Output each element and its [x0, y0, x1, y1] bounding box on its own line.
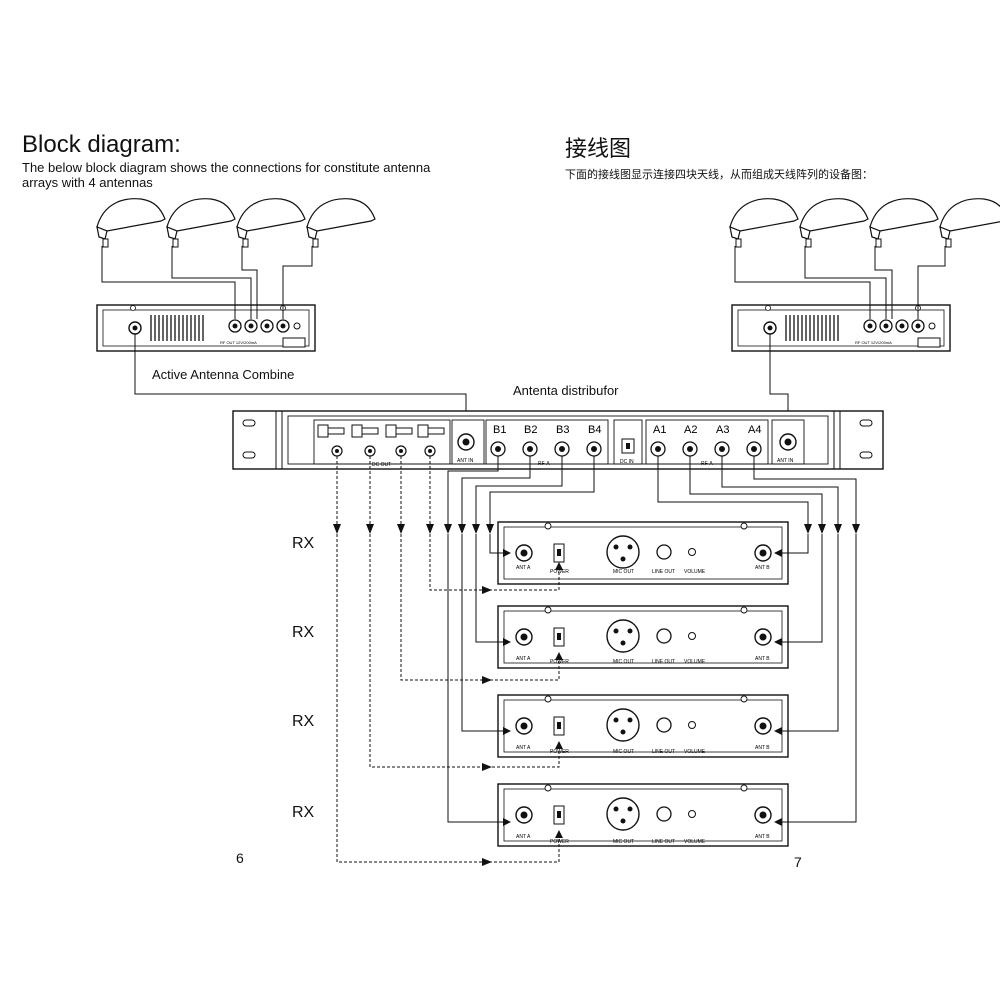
receiver-2-mic-out: MIC OUT: [613, 659, 634, 665]
receiver-2-volume: VOLUME: [684, 659, 706, 665]
port-a2-label: A2: [684, 424, 697, 436]
antenna-cables-left: [101, 246, 313, 319]
receiver-2-line-out: LINE OUT: [652, 659, 675, 665]
antenna-distributor: DC OUT ANT IN B1 B2 B3 B4 RF-A DC IN A1 …: [232, 410, 884, 470]
receiver-3: ANT A POWER MIC OUT LINE OUT VOLUME ANT …: [497, 694, 789, 758]
port-b1-label: B1: [493, 424, 506, 436]
receiver-1-power: POWER: [550, 569, 569, 575]
rx-label-3: RX: [292, 713, 315, 730]
title-chinese: 接线图: [565, 137, 632, 162]
dc-out-label: DC OUT: [372, 462, 391, 468]
arrowheads-a-down: [804, 524, 860, 534]
receiver-2-ant-b: ANT B: [755, 656, 770, 662]
receiver-3-ant-b: ANT B: [755, 745, 770, 751]
receiver-1-ant-b: ANT B: [755, 565, 770, 571]
receiver-1: ANT A POWER MIC OUT LINE OUT VOLUME ANT …: [497, 521, 789, 585]
active-antenna-combine-label: Active Antenna Combine: [152, 367, 295, 382]
dc-in-label: DC IN: [620, 459, 634, 465]
port-a1-label: A1: [653, 424, 666, 436]
receiver-3-ant-a: ANT A: [516, 745, 531, 751]
cables-b-to-ant-a: [447, 456, 595, 530]
active-antenna-combiner-left: [96, 304, 316, 352]
combiner-right-out-label: RF OUT 12V/200mA: [855, 340, 892, 345]
receiver-4-mic-out: MIC OUT: [613, 839, 634, 845]
antenna-left-2: [166, 198, 236, 248]
page-number-left: 6: [236, 850, 244, 866]
port-a4-label: A4: [748, 424, 761, 436]
receiver-1-ant-a: ANT A: [516, 565, 531, 571]
port-a3-label: A3: [716, 424, 729, 436]
description-chinese: 下面的接线图显示连接四块天线，从而组成天线阵列的设备图：: [565, 168, 873, 181]
receiver-2: ANT A POWER MIC OUT LINE OUT VOLUME ANT …: [497, 605, 789, 669]
combiner-left-out-label: RF OUT 12V/200mA: [220, 340, 257, 345]
antenna-distributor-label: Antenta distribufor: [513, 383, 619, 398]
receiver-3-mic-out: MIC OUT: [613, 749, 634, 755]
receiver-4: ANT A POWER MIC OUT LINE OUT VOLUME ANT …: [497, 783, 789, 847]
receiver-3-volume: VOLUME: [684, 749, 706, 755]
cables-a-to-ant-b: [657, 456, 857, 530]
description-english-line1: The below block diagram shows the connec…: [22, 160, 431, 175]
receiver-3-power: POWER: [550, 749, 569, 755]
description-english: The below block diagram shows the connec…: [22, 160, 482, 190]
antenna-left-4: [306, 198, 376, 248]
antenna-left-1: [96, 198, 166, 248]
receiver-4-volume: VOLUME: [684, 839, 706, 845]
title-english: Block diagram:: [22, 131, 181, 158]
receiver-4-power: POWER: [550, 839, 569, 845]
power-cables-dashed: [336, 456, 560, 863]
rf-a-label: RF-A: [701, 461, 713, 467]
receiver-4-ant-a: ANT A: [516, 834, 531, 840]
ant-in-label-left: ANT IN: [457, 458, 474, 464]
rx-label-4: RX: [292, 804, 315, 821]
rx-label-2: RX: [292, 624, 315, 641]
arrowheads-power: [333, 524, 563, 866]
antenna-right-3: [869, 198, 939, 248]
port-b3-label: B3: [556, 424, 569, 436]
active-antenna-combiner-right: [731, 304, 951, 352]
receiver-2-ant-a: ANT A: [516, 656, 531, 662]
antenna-right-2: [799, 198, 869, 248]
antenna-left-3: [236, 198, 306, 248]
ant-in-label-right: ANT IN: [777, 458, 794, 464]
antenna-right-1: [729, 198, 799, 248]
port-b4-label: B4: [588, 424, 601, 436]
page-number-right: 7: [794, 854, 802, 870]
arrowheads-b-down: [444, 524, 494, 534]
port-b2-label: B2: [524, 424, 537, 436]
receiver-4-ant-b: ANT B: [755, 834, 770, 840]
receiver-4-line-out: LINE OUT: [652, 839, 675, 845]
receiver-2-power: POWER: [550, 659, 569, 665]
receiver-3-line-out: LINE OUT: [652, 749, 675, 755]
receiver-1-volume: VOLUME: [684, 569, 706, 575]
antenna-right-4: [939, 198, 1000, 248]
antenna-cables-right: [734, 246, 946, 319]
rx-label-1: RX: [292, 535, 315, 552]
cables-to-ant-a-inputs: [447, 534, 511, 826]
receiver-1-mic-out: MIC OUT: [613, 569, 634, 575]
receiver-1-line-out: LINE OUT: [652, 569, 675, 575]
cables-to-ant-b-inputs: [774, 534, 857, 826]
description-english-line2: arrays with 4 antennas: [22, 175, 153, 190]
rf-b-label: RF-A: [538, 461, 550, 467]
